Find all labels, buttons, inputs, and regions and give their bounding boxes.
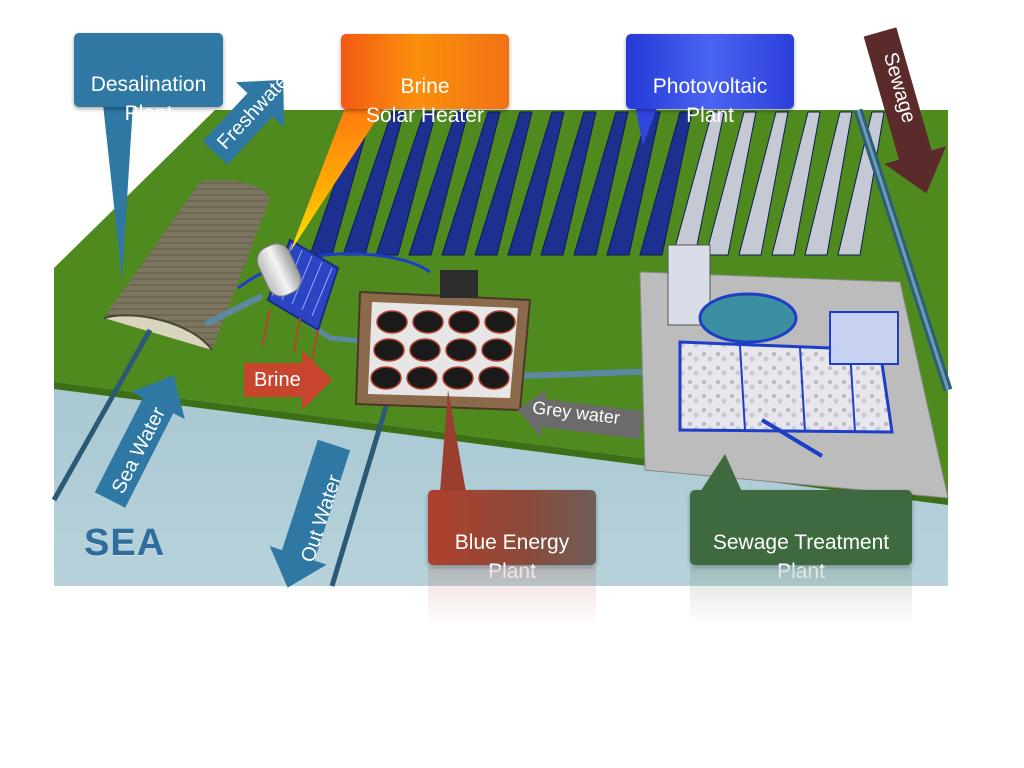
brine-heater-pointer	[290, 108, 384, 252]
sewage-treatment-callout: Sewage Treatment Plant	[690, 490, 912, 583]
solar-panel-row	[705, 111, 757, 256]
membrane-stack	[484, 310, 516, 334]
desalination-callout: Desalination Plant	[74, 33, 223, 125]
brine-arrow-label: Brine	[254, 369, 301, 391]
solar-panel-row	[573, 111, 629, 256]
photovoltaic-pointer	[634, 100, 660, 146]
solar-panel-row	[474, 111, 533, 256]
solar-panel-row	[441, 111, 501, 256]
desalination-pointer	[103, 104, 133, 280]
membrane-stack	[445, 338, 477, 362]
membrane-stack	[373, 338, 405, 362]
freshwater-arrow	[202, 79, 285, 165]
solar-panel-row	[507, 111, 565, 256]
brine-heater-callout: Brine Solar Heater	[341, 34, 509, 127]
solar-panel-row	[375, 111, 437, 256]
solar-panel-row	[771, 111, 821, 256]
sea-label: SEA	[84, 522, 166, 564]
membrane-stack	[448, 310, 480, 334]
membrane-stack	[481, 338, 513, 362]
membrane-stack	[370, 366, 402, 390]
sewage-treatment-facility	[639, 244, 949, 499]
sewage-treatment-label: Sewage Treatment Plant	[712, 531, 890, 583]
solar-panel-row	[738, 111, 789, 256]
solar-panel-row	[408, 111, 469, 256]
out-water-pipe	[329, 399, 391, 587]
solar-panel-row	[606, 111, 661, 256]
brine-arrow	[244, 350, 332, 410]
desalination-building	[103, 179, 270, 351]
membrane-stack	[412, 310, 444, 334]
brine-solar-heater	[256, 238, 340, 361]
blue-energy-basin	[354, 270, 532, 412]
membrane-stack	[478, 366, 510, 390]
solar-panel-field	[309, 111, 885, 256]
sea-water-arrow	[94, 375, 185, 508]
solar-panel-row	[804, 111, 853, 256]
sewage-treatment-pointer	[700, 454, 742, 492]
brine-heater-label: Brine Solar Heater	[366, 75, 484, 127]
freshwater-pipe	[204, 293, 264, 327]
blue-energy-pointer	[440, 390, 466, 492]
blue-energy-callout: Blue Energy Plant	[428, 490, 596, 583]
membrane-stack	[376, 310, 408, 334]
membrane-stack	[442, 366, 474, 390]
membrane-stack	[409, 338, 441, 362]
photovoltaic-callout: Photovoltaic Plant	[626, 34, 794, 127]
solar-panel-row	[540, 111, 597, 256]
blue-energy-label: Blue Energy Plant	[454, 531, 570, 583]
membrane-stack	[406, 366, 438, 390]
out-water-arrow	[269, 439, 351, 588]
desalination-label: Desalination Plant	[90, 73, 207, 125]
solar-panel-row	[639, 111, 693, 256]
sea-water-pipe	[51, 328, 153, 502]
sewage-arrow	[863, 27, 947, 194]
grey-water-arrow	[518, 389, 643, 440]
photovoltaic-label: Photovoltaic Plant	[652, 75, 768, 127]
